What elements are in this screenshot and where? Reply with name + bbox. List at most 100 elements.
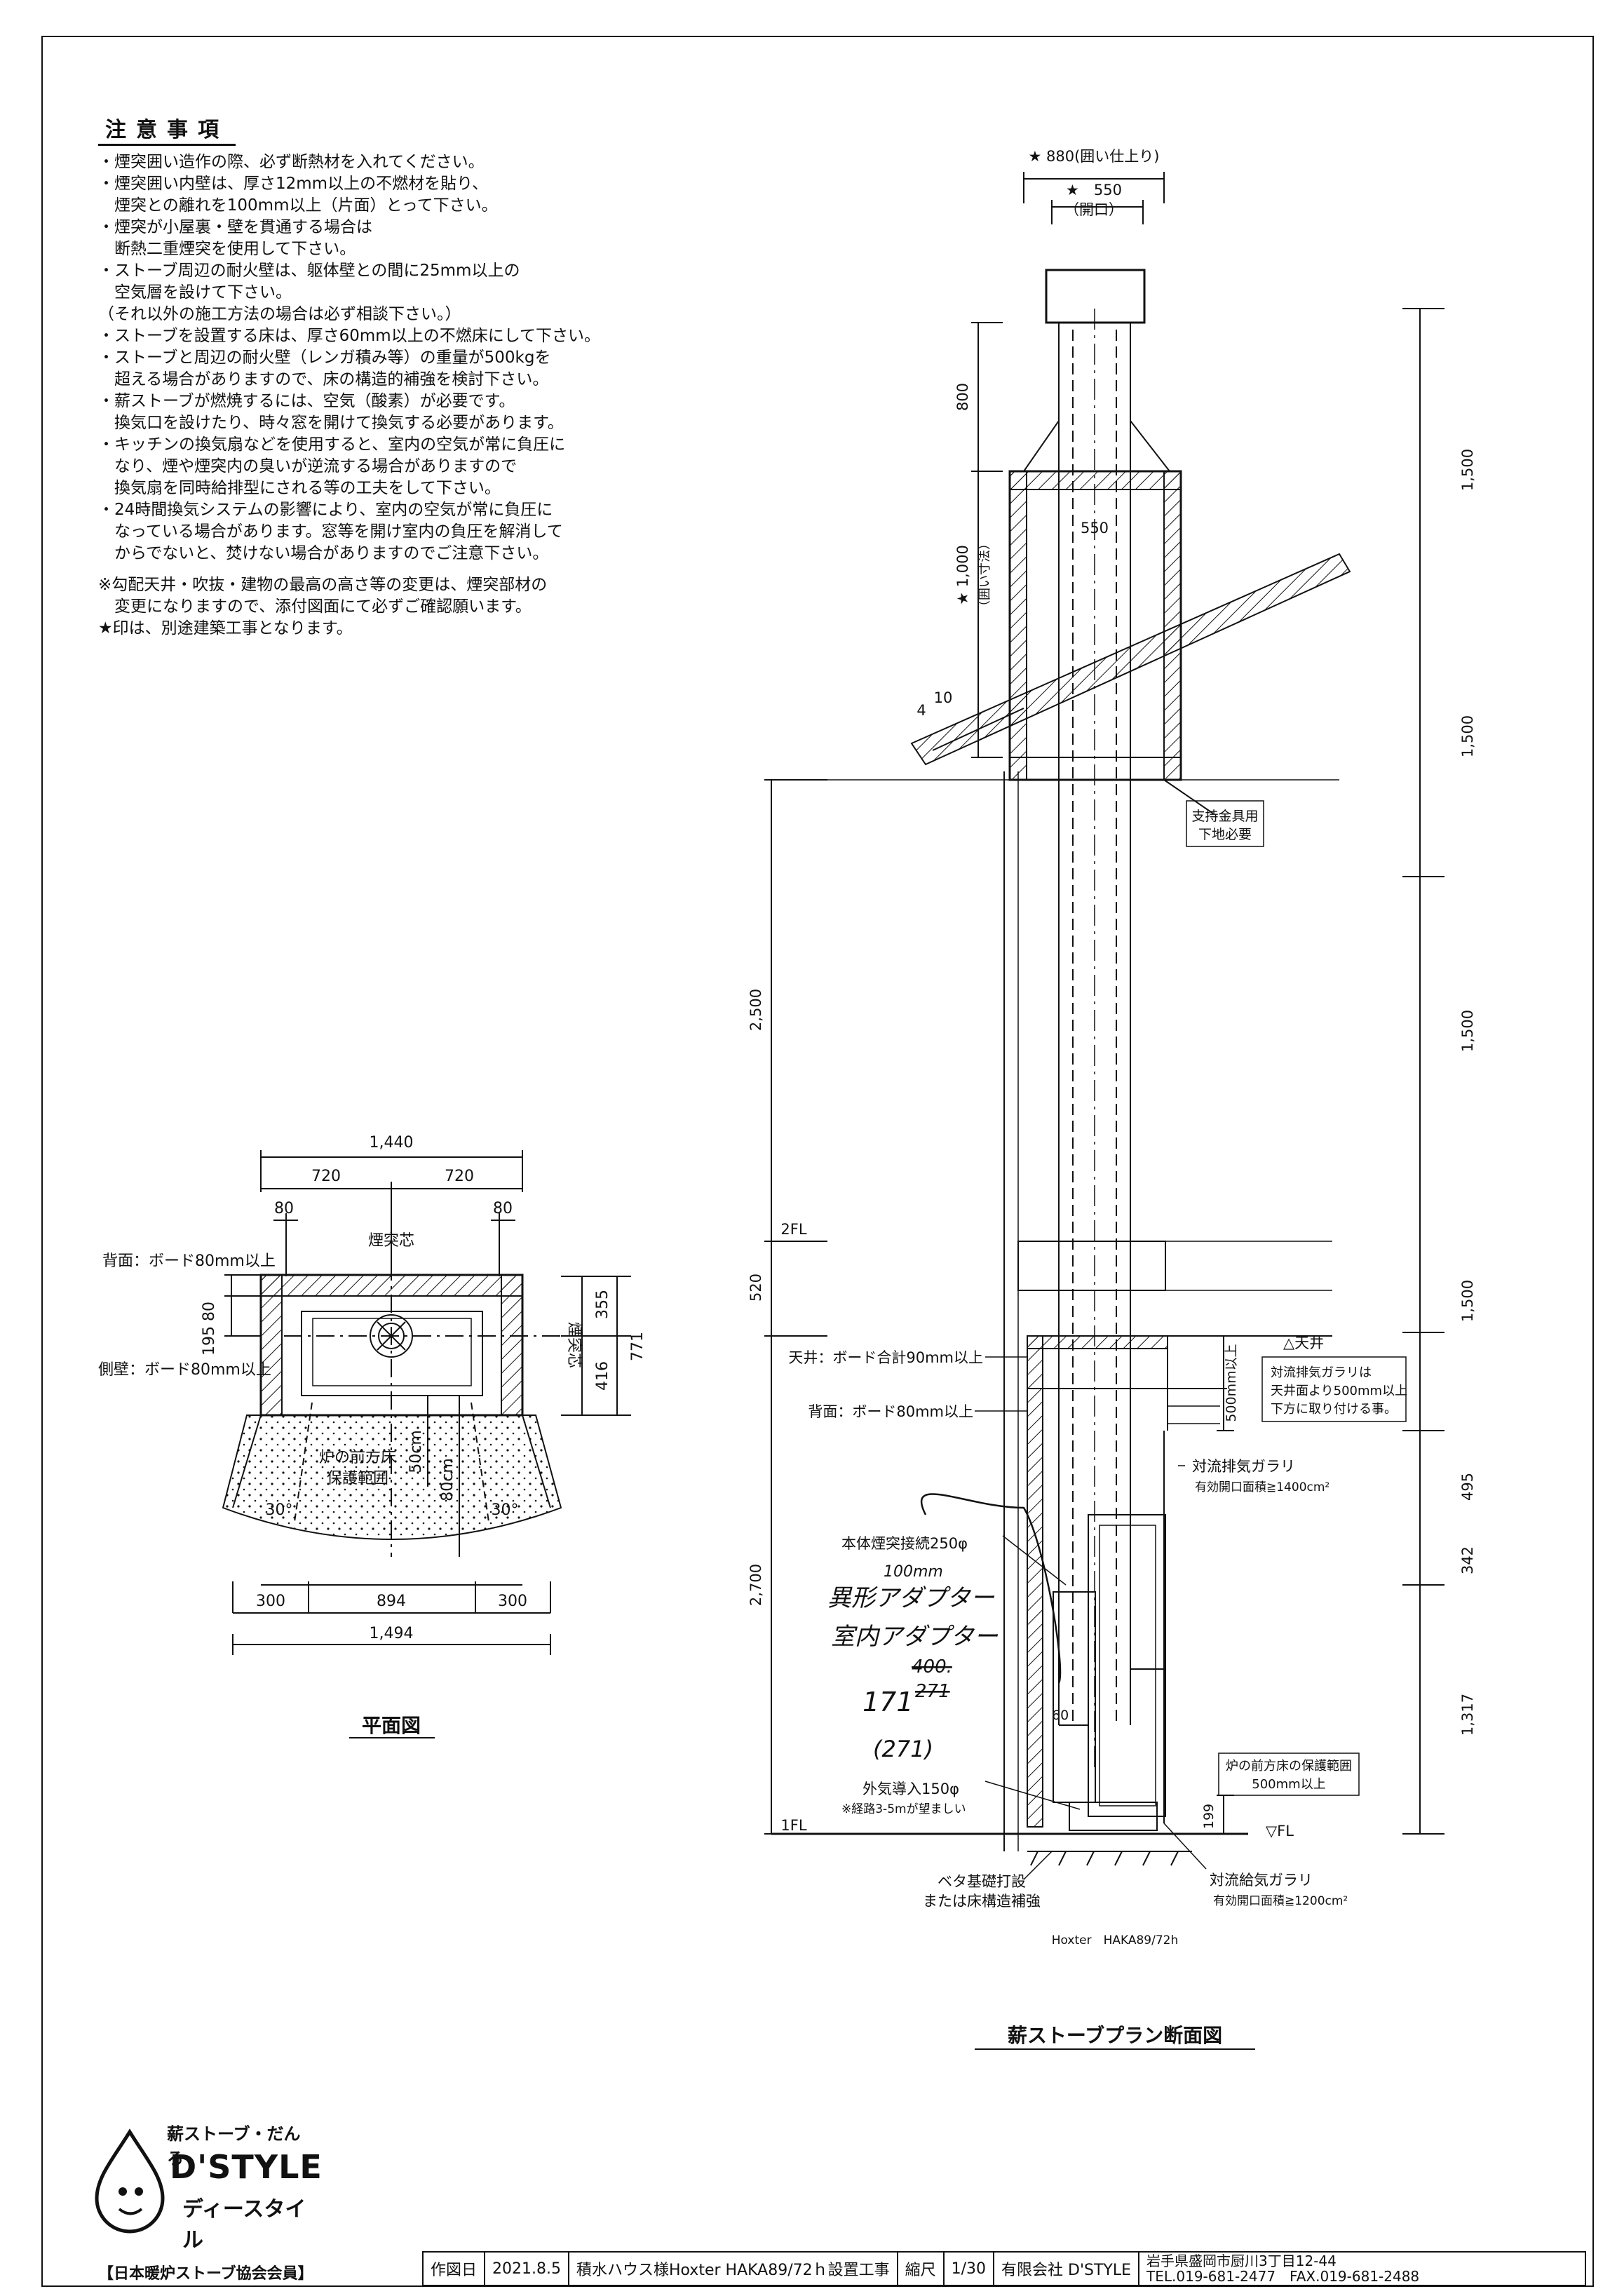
date-value: 2021.8.5 [485,2253,569,2285]
sec-fl-label: ▽FL [1266,1823,1294,1839]
plan-dim-195: 195 [201,1326,218,1356]
note-line: 空気層を設けて下さい。 [98,283,292,302]
sec-top-opening: （開口） [1064,201,1123,218]
droplet-mascot-icon [95,2128,165,2234]
plan-dim-50cm: 50cm [407,1430,425,1473]
sec-back-board: 背面：ボード80mm以上 [808,1403,973,1420]
note-line: ・薪ストーブが燃焼するには、空気（酸素）が必要です。 [98,392,515,410]
plan-dim-80-right: 80 [493,1200,513,1217]
sec-hand-400: 400. [912,1656,952,1677]
note-line: ・煙突囲い造作の際、必ず断熱材を入れてください。 [98,153,485,171]
sec-dim-520: 520 [747,1274,764,1302]
sec-ceiling-board: 天井：ボード合計90mm以上 [788,1349,983,1366]
note-line: ・煙突囲い内壁は、厚さ12mm以上の不燃材を貼り、 [98,175,489,193]
plan-dim-80-left: 80 [274,1200,294,1217]
sec-flue-connect: 本体煙突接続250φ [841,1535,968,1552]
sec-dim-199: 199 [1201,1804,1217,1829]
plan-dim-416: 416 [594,1361,611,1391]
notes-heading: 注意事項 [98,119,236,146]
note-line: 超える場合がありますので、床の構造的補強を検討下さい。 [98,370,549,389]
sec-exhaust-note-2: 天井面より500mm以上 [1271,1384,1407,1398]
note-line: なっている場合があります。窓等を開け室内の負圧を解消して [98,522,563,541]
sec-dim-1000-a: ★ 1,000 [954,545,971,605]
sec-air-intake: 外気導入150φ [862,1781,959,1797]
sec-exhaust-area: 有効開口面積≧1400cm² [1195,1480,1330,1494]
association-label: 【日本暖炉ストーブ協会会員】 [98,2265,313,2283]
note-footer-line: ★印は、別途建築工事となります。 [98,619,353,637]
plan-dim-720-right: 720 [445,1168,474,1185]
plan-dim-720-left: 720 [311,1168,341,1185]
sec-bracket-note-1: 支持金具用 [1191,809,1258,824]
note-line: （それ以外の施工方法の場合は必ず相談下さい。） [98,305,461,323]
sec-right-342: 342 [1459,1546,1476,1574]
note-line: なり、煙や煙突内の臭いが逆流する場合がありますので [98,457,517,475]
plan-view [222,1150,631,1738]
plan-dim-300-right: 300 [498,1593,527,1610]
logo-small-text: 薪ストーブ・だんろ [167,2124,301,2168]
plan-dim-894: 894 [377,1593,406,1610]
sec-right-495: 495 [1459,1473,1476,1501]
section-view [764,172,1445,2050]
plan-hearth-line1: 炉の前方床 [319,1449,396,1466]
title-block: 作図日 2021.8.5 積水ハウス様Hoxter HAKA89/72ｈ設置工事… [422,2251,1586,2286]
note-line: 換気口を設けたり、時々窓を開けて換気する必要があります。 [98,414,564,432]
note-line: ・ストーブと周辺の耐火壁（レンガ積み等）の重量が500kgを [98,349,551,367]
notes-list: ・煙突囲い造作の際、必ず断熱材を入れてください。 ・煙突囲い内壁は、厚さ12mm… [98,151,715,640]
sec-roof-4: 4 [916,702,926,719]
sec-model-caption: Hoxter HAKA89/72h [1052,1933,1179,1947]
plan-title: 平面図 [362,1714,421,1737]
sec-exhaust-grille: 対流排気ガラリ [1192,1458,1295,1475]
note-line: ・煙突が小屋裏・壁を貫通する場合は [98,218,372,236]
sec-inner-550: 550 [1081,520,1109,536]
plan-dim-1440: 1,440 [370,1134,414,1152]
plan-side-board: 側壁：ボード80mm以上 [98,1361,271,1379]
company-name: 有限会社 D'STYLE [994,2253,1140,2285]
note-line: 断熱二重煙突を使用して下さい。 [98,240,356,258]
sec-right-1317: 1,317 [1459,1694,1476,1736]
sec-label-1fl: 1FL [780,1817,806,1834]
plan-angle-right: 30° [492,1501,519,1519]
note-footer-line: 変更になりますので、添付図面にて必ずご確認願います。 [98,597,532,616]
date-label: 作図日 [424,2253,486,2285]
plan-dim-300-left: 300 [256,1593,285,1610]
sec-hand-adapter2: 室内アダプター [831,1623,999,1651]
sec-top-550: ★ 550 [1066,182,1122,198]
sheet-border [41,36,1594,2287]
sec-right-1500-b: 1,500 [1459,715,1476,757]
sec-top-880: ★ 880(囲い仕上り) [1029,148,1160,165]
plan-dim-355: 355 [594,1290,611,1319]
sec-label-2fl: 2FL [780,1221,806,1238]
notes-block: 注意事項 ・煙突囲い造作の際、必ず断熱材を入れてください。 ・煙突囲い内壁は、厚… [98,119,715,640]
company-contact: 岩手県盛岡市厨川3丁目12-44 TEL.019-681-2477 FAX.01… [1139,2253,1426,2285]
plan-dim-80-v: 80 [201,1302,218,1321]
company-address: 岩手県盛岡市厨川3丁目12-44 [1146,2253,1337,2269]
sec-intake-grille: 対流給気ガラリ [1210,1872,1313,1889]
plan-flue-center: 煙突芯 [368,1232,414,1250]
note-line: からでないと、焚けない場合がありますのでご注意下さい。 [98,544,549,562]
plan-angle-left: 30° [266,1501,293,1519]
sec-dim-500: 500mm以上 [1224,1344,1239,1422]
sec-ceiling-label: △天井 [1283,1335,1324,1351]
plan-hearth-line2: 保護範囲 [327,1470,388,1487]
plan-dim-771: 771 [629,1332,647,1361]
note-line: 煙突との離れを100mm以上（片面）とって下さい。 [98,196,498,215]
note-line: ・ストーブを設置する床は、厚さ60mm以上の不燃床にして下さい。 [98,327,601,345]
logo-kana: ディースタイル [182,2197,306,2253]
sec-dim-1000-b: （囲い寸法） [977,537,992,613]
sec-roof-10: 10 [934,689,953,706]
note-line: ・ストーブ周辺の耐火壁は、躯体壁との間に25mm以上の [98,262,520,280]
sec-title: 薪ストーブプラン断面図 [1008,2024,1222,2047]
plan-back-board: 背面：ボード80mm以上 [102,1252,276,1270]
sec-right-1500-d: 1,500 [1459,1280,1476,1322]
section-labels: ★ 880(囲い仕上り) ★ 550 （開口） 800 ★ 1,000 （囲い寸… [747,148,1476,2047]
sec-air-intake-note: ※経路3-5mが望ましい [841,1802,966,1816]
scale-label: 縮尺 [898,2253,945,2285]
note-line: 換気扇を同時給排型にされる等の工夫をして下さい。 [98,479,501,497]
sec-hand-171: 171 [862,1687,914,1717]
sec-hearth-note-1: 炉の前方床の保護範囲 [1226,1759,1352,1774]
sec-dim-60: 60 [1052,1708,1069,1723]
sec-dim-800: 800 [954,383,971,411]
sec-right-1500-c: 1,500 [1459,1010,1476,1052]
sec-exhaust-note-1: 対流排気ガラリは [1271,1365,1372,1380]
